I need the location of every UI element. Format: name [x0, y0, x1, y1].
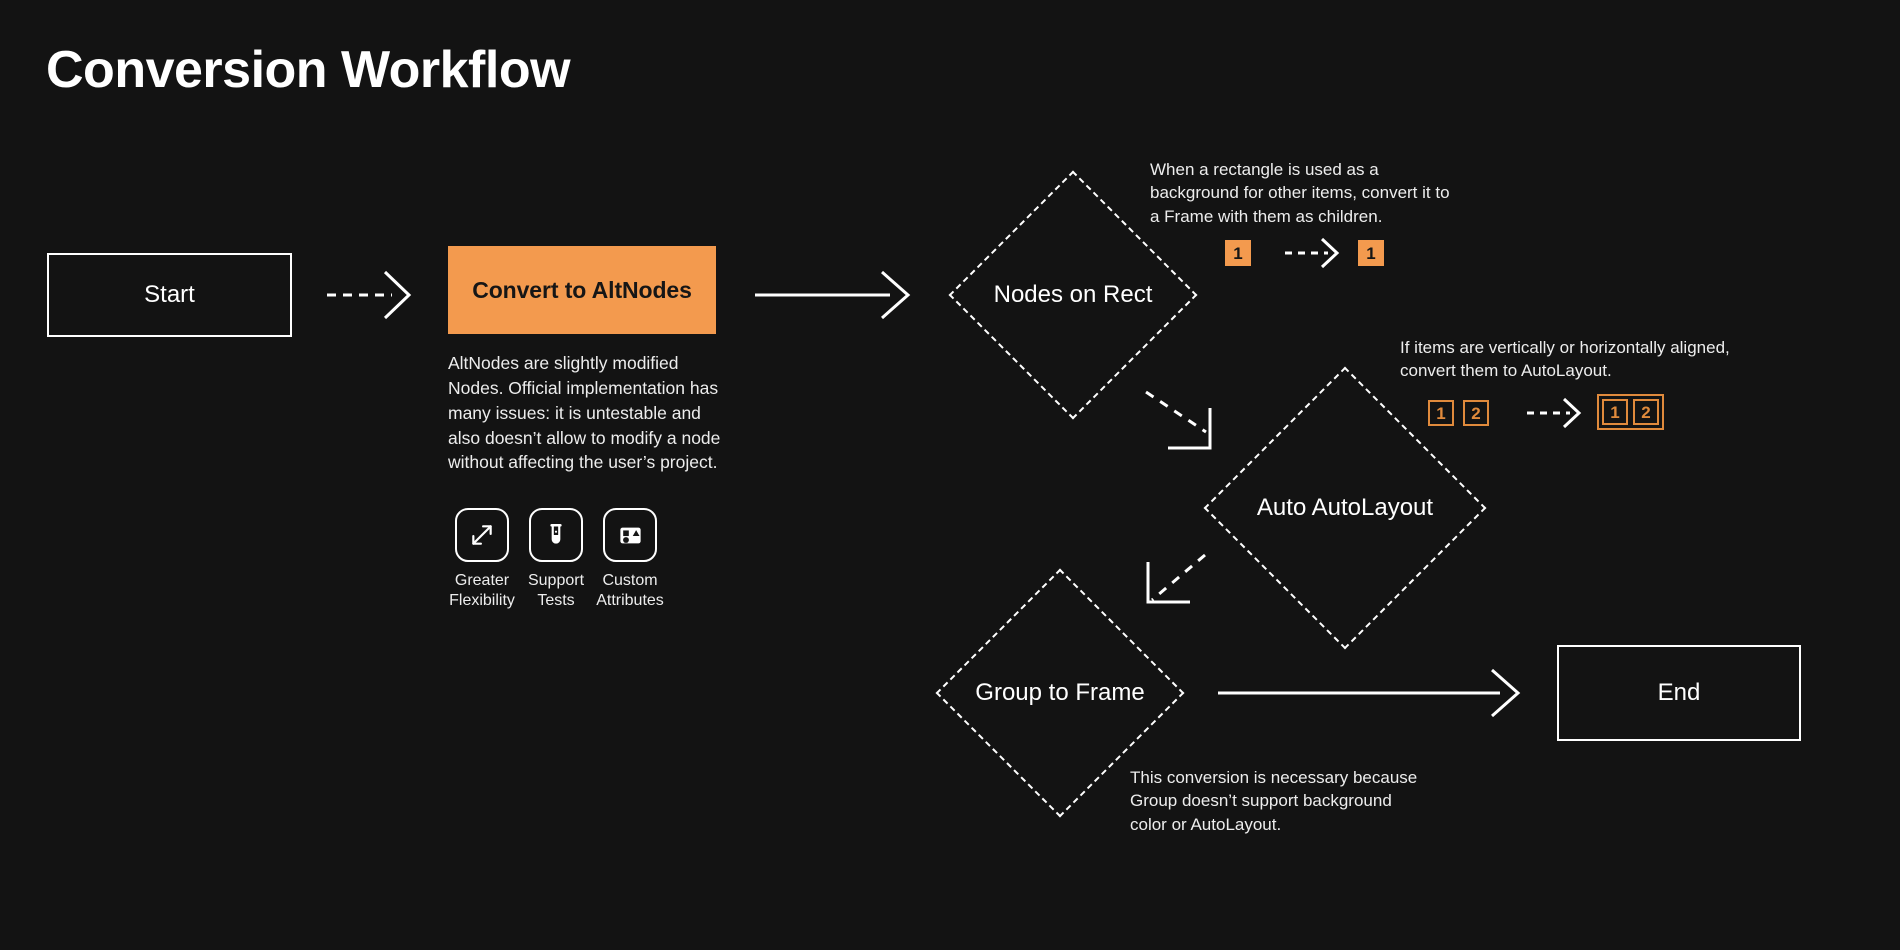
- number-badge: 1: [1602, 399, 1628, 425]
- badge-group: 1: [1225, 240, 1251, 266]
- edge-grouptoframe-to-end: [1218, 668, 1521, 718]
- number-badge: 2: [1463, 400, 1489, 426]
- feature-badge: [603, 508, 657, 562]
- shapes-frame-icon: [619, 527, 641, 543]
- annotation-group-to-frame-text: This conversion is necessary because Gro…: [1130, 768, 1418, 834]
- node-group-to-frame-label: Group to Frame: [975, 679, 1145, 706]
- test-tube-icon: [550, 523, 562, 544]
- node-nodes-on-rect-label: Nodes on Rect: [993, 281, 1153, 308]
- annotation-arrow-autoautolayout: [1527, 397, 1582, 429]
- feature-row: Greater Flexibility Support Tests: [449, 508, 664, 610]
- annotation-nodes-on-rect-after: 1: [1358, 240, 1384, 266]
- edge-convert-to-nodesonrect: [755, 270, 911, 320]
- node-end-label: End: [1657, 679, 1701, 706]
- convert-description: AltNodes are slightly modified Nodes. Of…: [448, 353, 721, 473]
- number-badge: 1: [1225, 240, 1251, 266]
- node-auto-autolayout[interactable]: Auto AutoLayout: [1203, 366, 1487, 650]
- annotation-auto-autolayout-after: 1 2: [1597, 394, 1664, 430]
- feature-badge: [455, 508, 509, 562]
- node-nodes-on-rect[interactable]: Nodes on Rect: [948, 170, 1198, 420]
- feature-label: Support Tests: [527, 572, 585, 609]
- node-group-to-frame[interactable]: Group to Frame: [935, 568, 1185, 818]
- node-convert-label: Convert to AltNodes: [472, 276, 692, 303]
- feature-label: Greater Flexibility: [449, 572, 515, 609]
- node-start-label: Start: [144, 281, 195, 308]
- number-badge: 1: [1428, 400, 1454, 426]
- node-end[interactable]: End: [1557, 645, 1801, 741]
- expand-arrows-icon: [472, 525, 492, 545]
- annotation-auto-autolayout-text: If items are vertically or horizontally …: [1400, 338, 1730, 381]
- feature-label: Custom Attributes: [596, 572, 664, 609]
- edge-autoautolayout-to-grouptoframe: [1146, 553, 1206, 604]
- annotation-arrow-nodesonrect: [1285, 237, 1340, 269]
- annotation-nodes-on-rect-before: 1: [1225, 240, 1251, 266]
- badge-group: 1: [1358, 240, 1384, 266]
- node-start[interactable]: Start: [47, 253, 292, 337]
- annotation-nodes-on-rect-text: When a rectangle is used as a background…: [1150, 160, 1450, 226]
- badge-group-framed: 1 2: [1597, 394, 1664, 430]
- feature-custom-attributes[interactable]: Custom Attributes: [596, 508, 664, 610]
- number-badge: 2: [1633, 399, 1659, 425]
- edge-nodesonrect-to-autoautolayout: [1145, 390, 1212, 450]
- annotation-auto-autolayout-before: 1 2: [1428, 400, 1489, 426]
- node-convert-to-altnodes[interactable]: Convert to AltNodes: [448, 246, 716, 334]
- feature-support-tests[interactable]: Support Tests: [527, 508, 585, 610]
- feature-greater-flexibility[interactable]: Greater Flexibility: [449, 508, 515, 610]
- node-auto-autolayout-label: Auto AutoLayout: [1256, 494, 1434, 521]
- badge-group: 1 2: [1428, 400, 1489, 426]
- feature-badge: [529, 508, 583, 562]
- edge-start-to-convert: [327, 270, 412, 320]
- number-badge: 1: [1358, 240, 1384, 266]
- page-title: Conversion Workflow: [46, 41, 571, 99]
